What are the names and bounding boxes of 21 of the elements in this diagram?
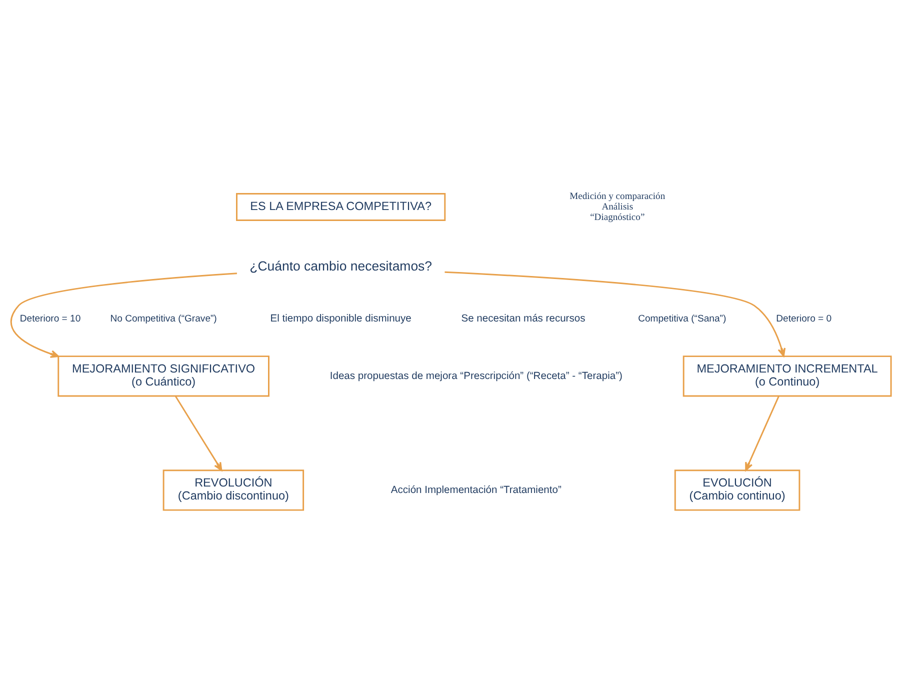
node-box: MEJORAMIENTO INCREMENTAL (o Continuo) [682, 355, 892, 396]
label: Acción Implementación “Tratamiento” [390, 484, 562, 496]
edge-label: Deterioro = 0 [776, 312, 832, 324]
label: El tiempo disponible disminuye [270, 313, 412, 324]
node-label: Competitiva (“Sana”) [638, 312, 726, 324]
label: Ideas propuestas de mejora “Prescripción” (“Receta” - “Terapia”) [330, 370, 622, 382]
arrow [444, 270, 786, 356]
arrow [745, 395, 780, 470]
node-box: MEJORAMIENTO SIGNIFICATIVO (o Cuántico) [58, 355, 270, 396]
label: Se necesitan más recursos [461, 313, 586, 324]
node-label: Análisis [602, 201, 634, 212]
node-text: ¿Cuánto cambio necesitamos? [250, 258, 432, 274]
edge-label: Deterioro = 10 [20, 312, 81, 324]
node-box: REVOLUCIÓN (Cambio discontinuo) [162, 469, 304, 510]
node-label: Medición y comparación [570, 190, 666, 202]
arrow [174, 395, 222, 470]
node-box: EVOLUCIÓN (Cambio continuo) [674, 469, 800, 510]
node-box: ES LA EMPRESA COMPETITIVA? [236, 192, 446, 220]
node-label: No Competitiva (“Grave”) [110, 312, 217, 324]
node-label: “Diagnóstico” [590, 211, 645, 222]
arrow [10, 272, 237, 358]
